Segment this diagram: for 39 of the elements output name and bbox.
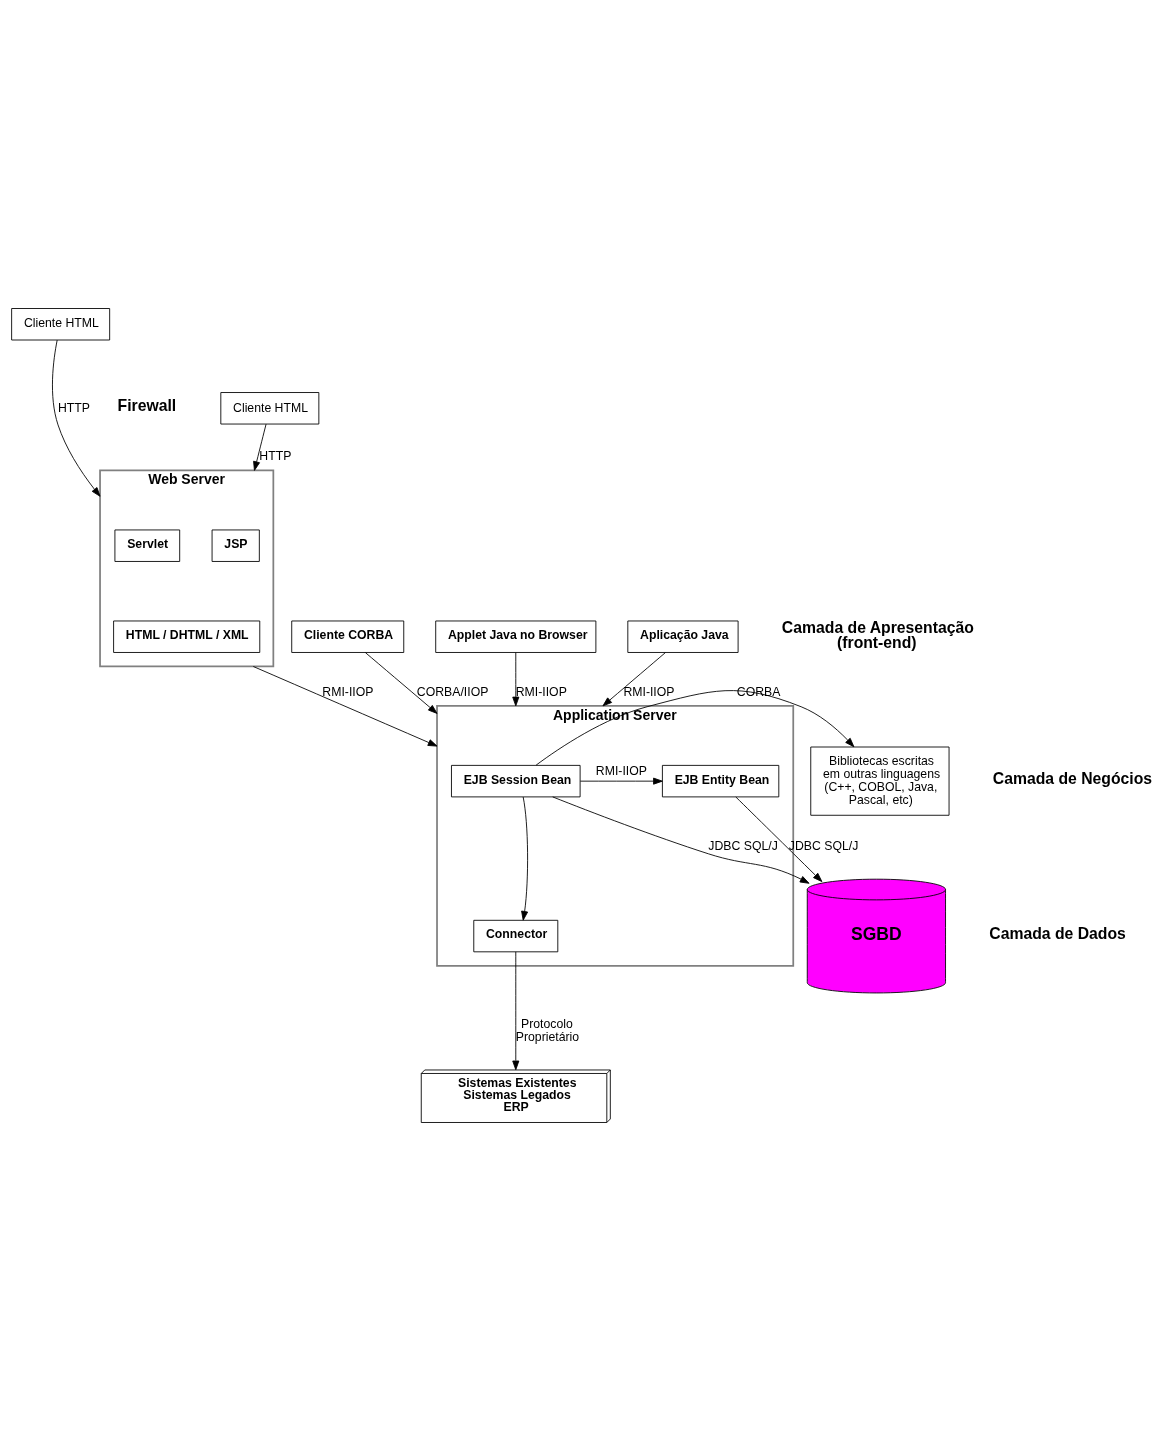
arrow [552,795,810,884]
node-box: EJB Session Bean [451,764,581,797]
node-box: Aplicação Java [627,620,739,653]
node-box: Servlet [114,529,181,562]
arrow [602,651,666,706]
arrow [579,777,663,785]
label: Camada de Apresentação (front-end) [781,618,974,651]
edge-label: CORBA/IIOP [416,684,489,699]
node-box: Applet Java no Browser [435,620,597,653]
edge-label: RMI-IIOP [595,763,647,778]
arrow [52,339,101,497]
node-box: Bibliotecas escritas em outras linguagens (C++, COBOL, Java, Pascal, etc) [810,746,950,816]
edge-label: RMI-IIOP [623,684,675,699]
label: Camada de Negócios [992,769,1153,787]
node-box: Connector [473,919,559,952]
node-box: Cliente HTML [220,391,320,424]
arrow [252,665,438,747]
edge-label: HTTP [58,400,91,415]
arrow [512,950,520,1070]
arrow [512,651,520,706]
node-box: EJB Entity Bean [661,764,780,797]
arrow [521,796,529,921]
arrow [535,689,855,766]
edge-label: HTTP [259,448,292,463]
arrow [364,651,438,714]
label: Firewall [117,396,177,414]
node-box: HTML / DHTML / XML [113,620,261,653]
edge-label: RMI-IIOP [322,684,374,699]
node-box: Cliente CORBA [291,620,405,653]
edge-label: RMI-IIOP [515,684,567,699]
edge-label: Protocolo Proprietário [515,1016,580,1044]
node-box: Cliente HTML [11,307,111,340]
edge-label: JDBC SQL/J [788,838,859,853]
label: Camada de Dados [989,924,1126,942]
node-box: JSP [211,529,260,562]
edge-label: JDBC SQL/J [708,838,778,853]
arrow [735,796,823,882]
edge-label: CORBA [736,684,781,699]
arrow [253,423,267,471]
